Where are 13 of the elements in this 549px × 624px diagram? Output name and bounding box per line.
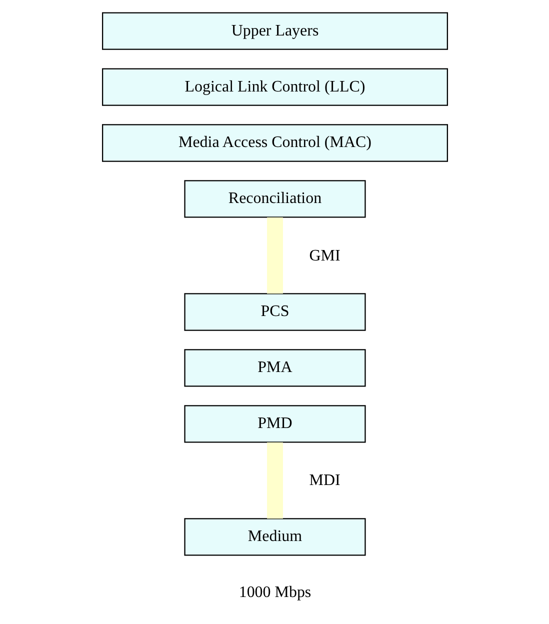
node-box: Media Access Control (MAC) bbox=[102, 124, 448, 162]
label: 1000 Mbps bbox=[238, 584, 311, 602]
node-box: PCS bbox=[184, 293, 366, 331]
node-box: Reconciliation bbox=[184, 180, 366, 218]
node-box: Medium bbox=[184, 518, 366, 556]
edge-label: GMI bbox=[308, 247, 340, 264]
edge-label: MDI bbox=[308, 472, 340, 490]
connector bbox=[266, 442, 282, 519]
node-box: Upper Layers bbox=[102, 12, 448, 50]
node-box: PMD bbox=[184, 405, 366, 443]
node-box: PMA bbox=[184, 349, 366, 387]
connector bbox=[266, 217, 282, 294]
node-box: Logical Link Control (LLC) bbox=[102, 68, 448, 106]
